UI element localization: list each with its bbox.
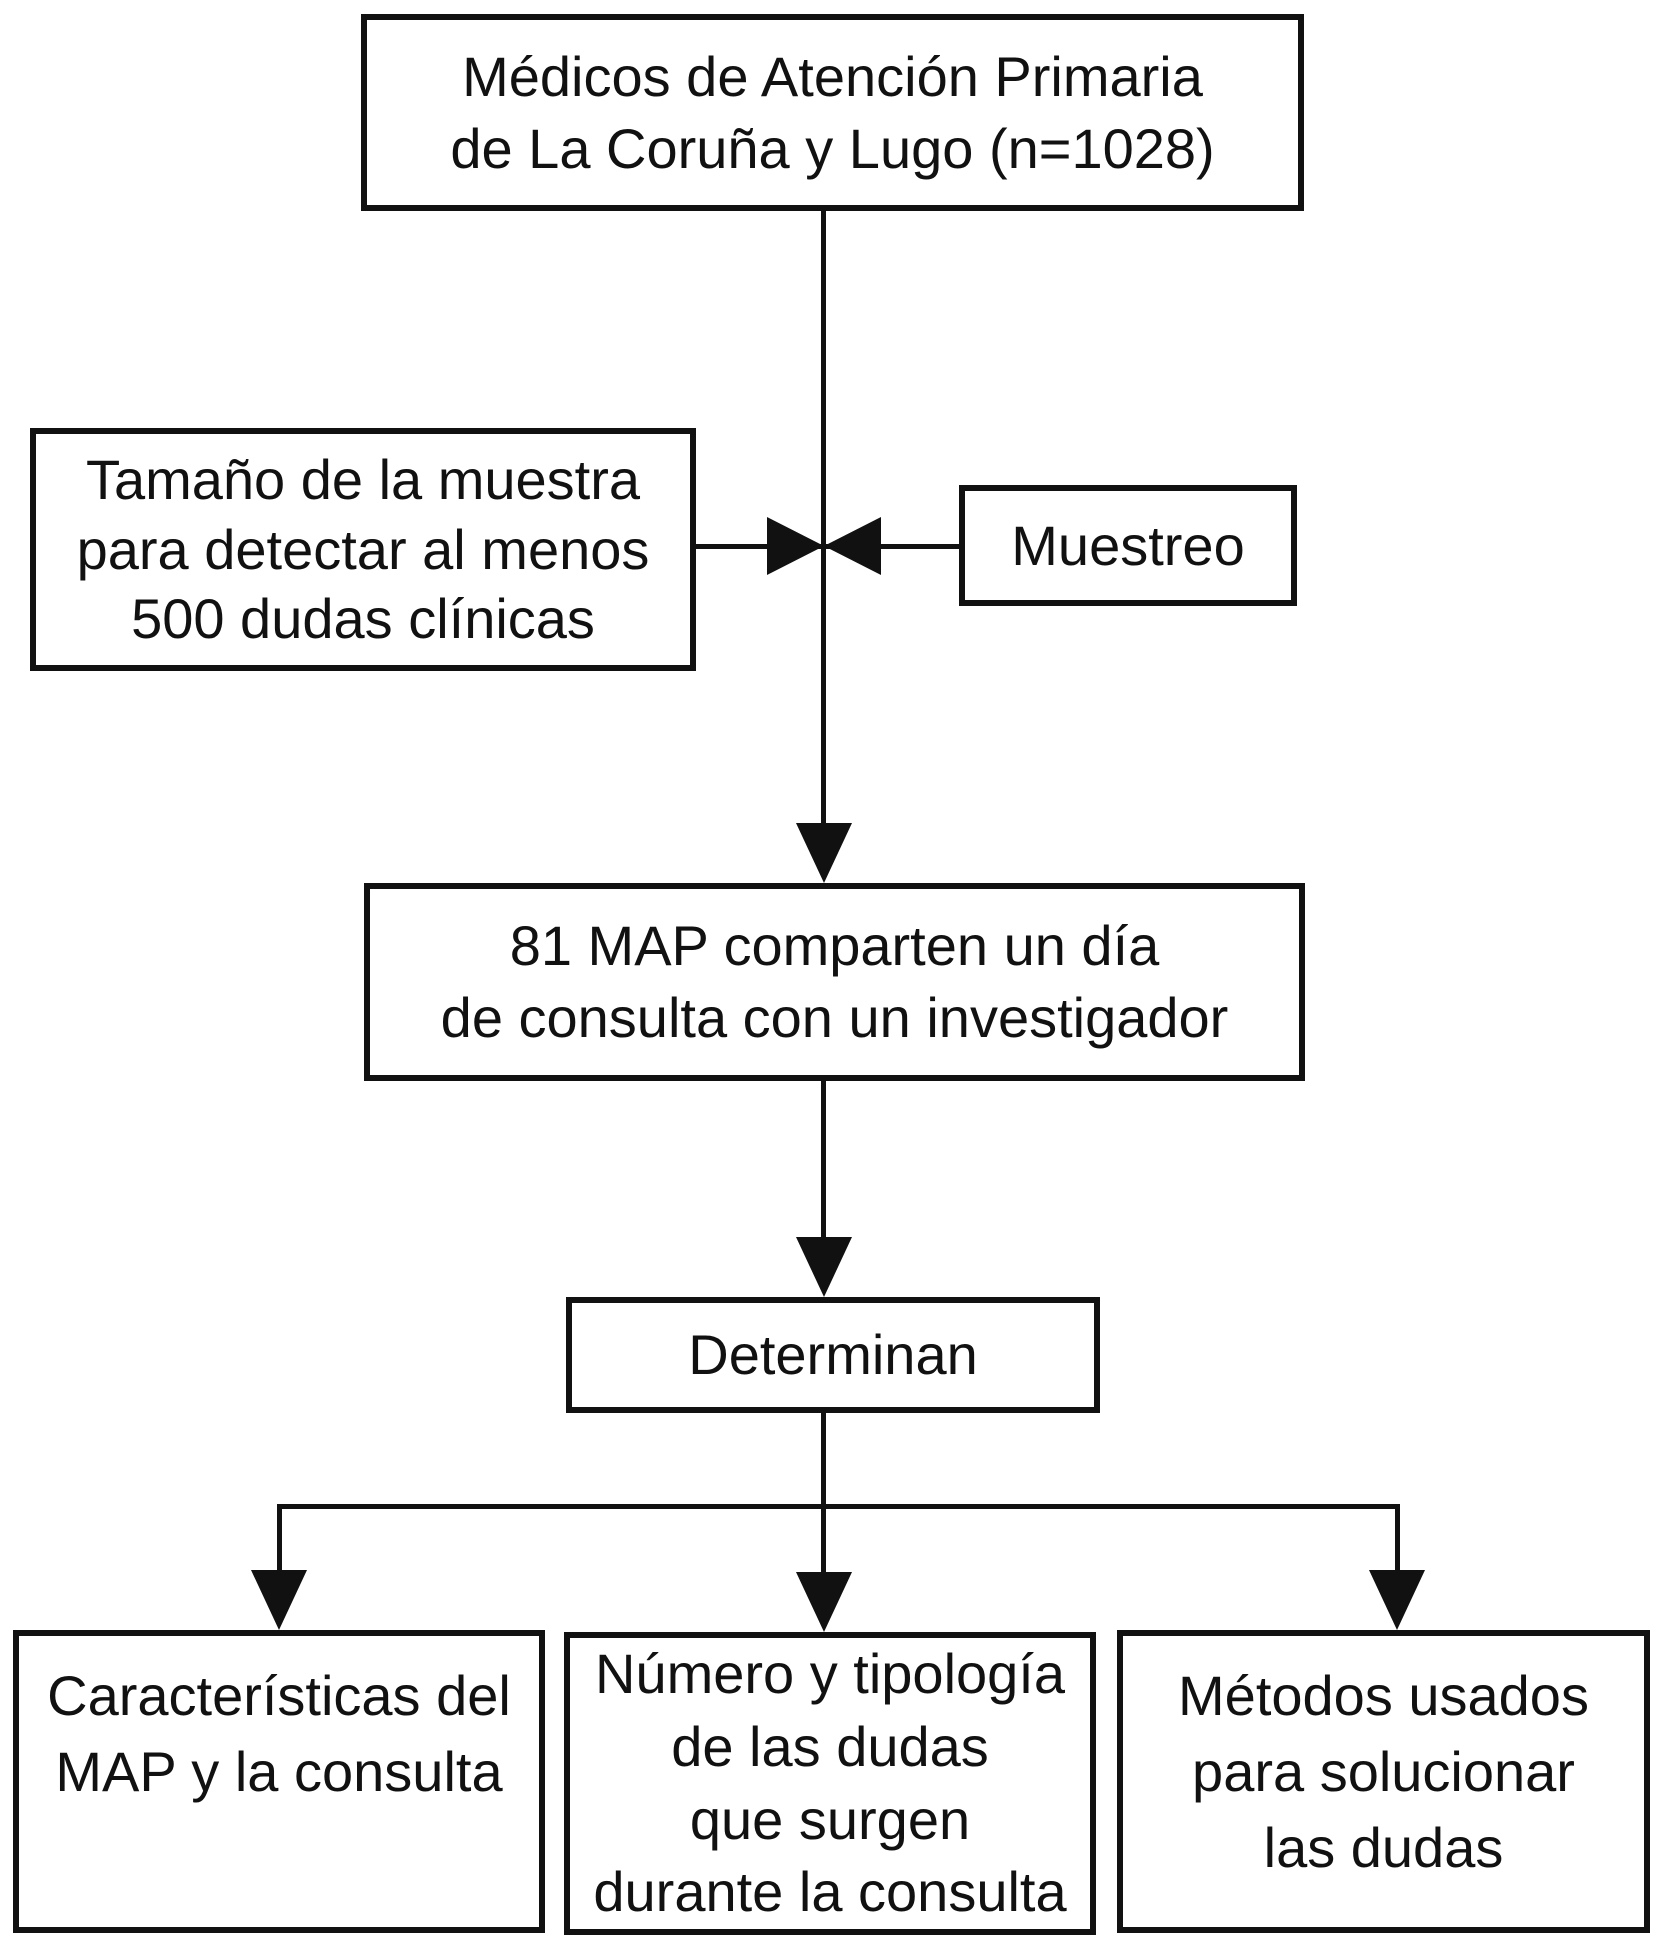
node-text-line: Muestreo: [1011, 513, 1245, 577]
node-text-line: Número y tipología: [594, 1641, 1065, 1705]
connector-tamano-to-spine: [696, 544, 822, 549]
node-text-line: Determinan: [688, 1323, 978, 1387]
arrow-right-icon: [767, 517, 824, 575]
node-81-map-comparten: 81 MAP comparten un día de consulta con …: [364, 883, 1305, 1081]
arrow-down-icon: [251, 1570, 307, 1630]
node-text-line: Características del: [47, 1664, 511, 1727]
node-text-line: Médicos de Atención Primaria: [462, 44, 1203, 108]
connector-determinan-to-branch: [821, 1413, 826, 1509]
arrow-down-icon: [1369, 1570, 1425, 1630]
arrow-down-icon: [796, 823, 852, 883]
node-text-line: durante la consulta: [593, 1860, 1067, 1924]
connector-branch-right-drop: [1395, 1504, 1400, 1576]
node-text-line: Métodos usados: [1178, 1664, 1589, 1727]
connector-map-to-determinan: [821, 1081, 826, 1247]
node-medicos-atencion-primaria: Médicos de Atención Primaria de La Coruñ…: [361, 14, 1304, 211]
node-text-line: MAP y la consulta: [55, 1740, 503, 1804]
node-metodos-solucionar-dudas: Métodos usados para solucionar las dudas: [1117, 1630, 1650, 1933]
node-text-line: 500 dudas clínicas: [131, 587, 595, 651]
node-text-line: que surgen: [689, 1787, 971, 1851]
connector-branch-horizontal: [277, 1504, 1400, 1509]
node-text-line: 81 MAP comparten un día: [509, 914, 1160, 978]
node-text-line: las dudas: [1263, 1816, 1504, 1880]
node-determinan: Determinan: [566, 1297, 1100, 1413]
node-text-line: de La Coruña y Lugo (n=1028): [450, 116, 1215, 180]
node-numero-tipologia-dudas: Número y tipología de las dudas que surg…: [564, 1632, 1096, 1935]
node-caracteristicas-map: Características del MAP y la consulta: [13, 1630, 545, 1933]
node-text-line: para solucionar: [1192, 1740, 1575, 1804]
node-text-line: de consulta con un investigador: [440, 986, 1229, 1049]
node-text-line: para detectar al menos: [76, 517, 650, 581]
connector-branch-left-drop: [277, 1504, 282, 1576]
node-tamano-muestra: Tamaño de la muestra para detectar al me…: [30, 428, 696, 671]
node-text-line: Tamaño de la muestra: [85, 448, 641, 512]
node-muestreo: Muestreo: [959, 485, 1297, 606]
arrow-down-icon: [796, 1572, 852, 1632]
arrow-down-icon: [796, 1237, 852, 1297]
connector-branch-middle-drop: [821, 1504, 826, 1576]
connector-muestreo-to-spine: [826, 544, 959, 549]
node-text-line: de las dudas: [671, 1714, 989, 1778]
arrow-left-icon: [824, 517, 881, 575]
